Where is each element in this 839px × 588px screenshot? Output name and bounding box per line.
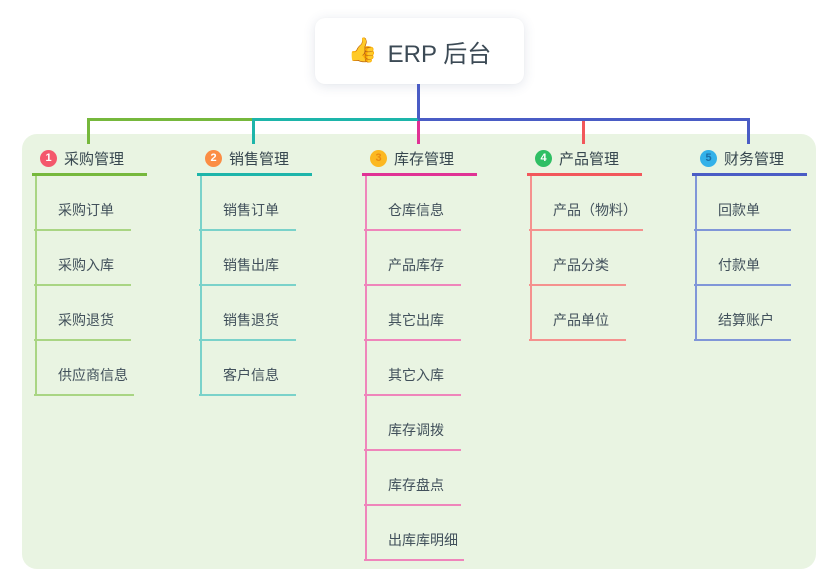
root-node-label: ERP 后台 — [387, 40, 492, 68]
child-node-label: 其它入库 — [388, 367, 444, 383]
child-node-label: 结算账户 — [718, 312, 774, 328]
branch-underline — [692, 173, 807, 176]
branch-number-badge: 5 — [700, 150, 717, 167]
child-node-label: 采购入库 — [58, 257, 114, 273]
branch-node[interactable]: 5 财务管理 — [692, 144, 807, 173]
branch-children-line — [695, 176, 697, 341]
branch-underline — [527, 173, 642, 176]
child-node-label: 库存调拨 — [388, 422, 444, 438]
child-node-label: 出库库明细 — [388, 532, 458, 548]
branch-column: 4 产品管理 产品（物料） 产品分类 产品单位 — [527, 144, 643, 341]
branch-number-badge: 4 — [535, 150, 552, 167]
child-node-label: 客户信息 — [223, 367, 279, 383]
branch-drop-line — [747, 118, 750, 144]
branch-node[interactable]: 3 库存管理 — [362, 144, 477, 173]
branch-node[interactable]: 2 销售管理 — [197, 144, 312, 173]
child-node[interactable]: 库存调拨 — [364, 396, 461, 451]
child-node[interactable]: 仓库信息 — [364, 176, 461, 231]
child-node[interactable]: 其它出库 — [364, 286, 461, 341]
branch-number-badge: 2 — [205, 150, 222, 167]
branch-column: 2 销售管理 销售订单 销售出库 销售退货 客户信息 — [197, 144, 312, 396]
branch-children: 仓库信息 产品库存 其它出库 其它入库 库存调拨 库存盘点 出库库明细 — [362, 176, 477, 561]
branch-column: 3 库存管理 仓库信息 产品库存 其它出库 其它入库 库存调拨 库存盘点 出库库… — [362, 144, 477, 561]
child-node[interactable]: 采购订单 — [34, 176, 131, 231]
child-node[interactable]: 客户信息 — [199, 341, 296, 396]
branch-children-line — [530, 176, 532, 341]
child-node[interactable]: 付款单 — [694, 231, 791, 286]
branch-children: 采购订单 采购入库 采购退货 供应商信息 — [32, 176, 147, 396]
branch-label: 销售管理 — [229, 151, 290, 168]
child-node-label: 销售订单 — [223, 202, 279, 218]
branch-drop-line — [252, 118, 255, 144]
child-node-label: 库存盘点 — [388, 477, 444, 493]
child-node[interactable]: 产品（物料） — [529, 176, 643, 231]
branch-underline — [32, 173, 147, 176]
bus-segment — [418, 118, 750, 121]
branch-label: 产品管理 — [559, 151, 620, 168]
child-node-label: 销售退货 — [223, 312, 279, 328]
branch-number-badge: 1 — [40, 150, 57, 167]
branch-drop-line — [87, 118, 90, 144]
branch-underline — [362, 173, 477, 176]
child-node-label: 回款单 — [718, 202, 760, 218]
child-node-label: 产品库存 — [388, 257, 444, 273]
child-node[interactable]: 回款单 — [694, 176, 791, 231]
branches-panel — [22, 134, 816, 569]
branch-drop-line — [582, 118, 585, 144]
branch-children: 回款单 付款单 结算账户 — [692, 176, 807, 341]
child-node[interactable]: 其它入库 — [364, 341, 461, 396]
branch-children-line — [35, 176, 37, 396]
bus-segment — [87, 118, 252, 121]
child-node[interactable]: 销售订单 — [199, 176, 296, 231]
thumbs-up-icon: 👍 — [347, 37, 378, 64]
child-node[interactable]: 产品单位 — [529, 286, 626, 341]
bus-segment — [252, 118, 418, 121]
child-node[interactable]: 销售出库 — [199, 231, 296, 286]
child-node-label: 其它出库 — [388, 312, 444, 328]
child-node-label: 产品（物料） — [553, 202, 637, 218]
branch-children: 产品（物料） 产品分类 产品单位 — [527, 176, 643, 341]
branch-number-badge: 3 — [370, 150, 387, 167]
child-node-label: 产品单位 — [553, 312, 609, 328]
child-node-label: 付款单 — [718, 257, 760, 273]
branch-children-line — [200, 176, 202, 396]
branch-label: 采购管理 — [64, 151, 125, 168]
child-node-label: 仓库信息 — [388, 202, 444, 218]
child-node-label: 产品分类 — [553, 257, 609, 273]
root-node[interactable]: 👍 ERP 后台 — [315, 18, 524, 84]
child-node[interactable]: 出库库明细 — [364, 506, 464, 561]
child-node-label: 销售出库 — [223, 257, 279, 273]
child-node-label: 供应商信息 — [58, 367, 128, 383]
branch-drop-line — [417, 118, 420, 144]
child-node[interactable]: 产品库存 — [364, 231, 461, 286]
child-node[interactable]: 采购退货 — [34, 286, 131, 341]
child-node[interactable]: 产品分类 — [529, 231, 626, 286]
branch-underline — [197, 173, 312, 176]
child-node-label: 采购退货 — [58, 312, 114, 328]
child-node[interactable]: 采购入库 — [34, 231, 131, 286]
root-stem-line — [417, 84, 420, 119]
branch-children-line — [365, 176, 367, 561]
child-node-label: 采购订单 — [58, 202, 114, 218]
branch-node[interactable]: 1 采购管理 — [32, 144, 147, 173]
branch-label: 库存管理 — [394, 151, 455, 168]
branch-column: 5 财务管理 回款单 付款单 结算账户 — [692, 144, 807, 341]
child-node[interactable]: 销售退货 — [199, 286, 296, 341]
branch-children: 销售订单 销售出库 销售退货 客户信息 — [197, 176, 312, 396]
branch-label: 财务管理 — [724, 151, 785, 168]
branch-column: 1 采购管理 采购订单 采购入库 采购退货 供应商信息 — [32, 144, 147, 396]
branch-node[interactable]: 4 产品管理 — [527, 144, 642, 173]
child-node[interactable]: 结算账户 — [694, 286, 791, 341]
child-node[interactable]: 库存盘点 — [364, 451, 461, 506]
child-node[interactable]: 供应商信息 — [34, 341, 134, 396]
